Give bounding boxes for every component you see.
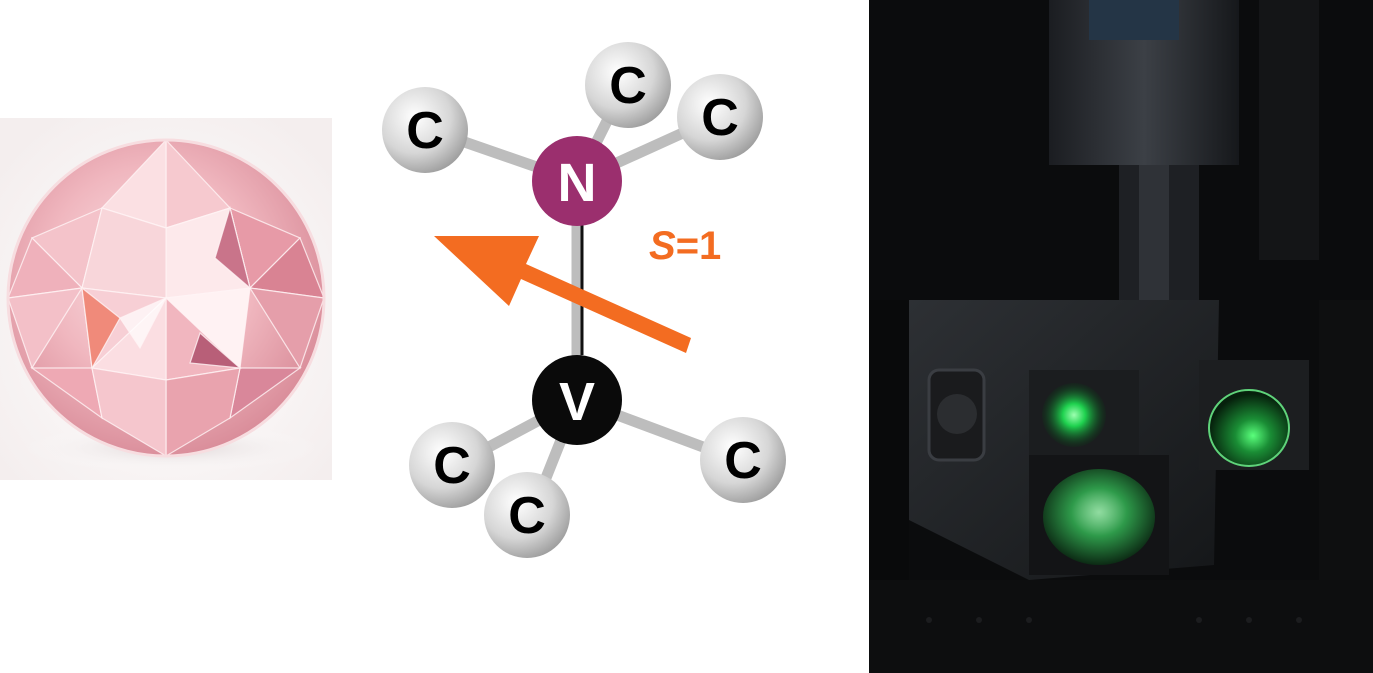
carbon-atom-4: C: [409, 422, 495, 508]
green-mirror-glow: [1208, 389, 1290, 467]
lab-setup-photo: [869, 0, 1373, 673]
carbon-label-4: C: [433, 437, 471, 495]
carbon-label-6: C: [724, 432, 762, 490]
nv-center-diagram: S=1 C C C C C C N: [370, 0, 810, 673]
vacancy-label: V: [559, 372, 595, 432]
carbon-label-2: C: [609, 57, 647, 115]
vacancy-site: V: [532, 355, 622, 445]
nitrogen-label: N: [558, 153, 597, 213]
carbon-label-5: C: [508, 487, 546, 545]
carbon-atom-5: C: [484, 472, 570, 558]
spin-arrow: [434, 236, 691, 353]
spin-symbol: S: [649, 224, 676, 268]
nitrogen-atom: N: [532, 136, 622, 226]
carbon-label-1: C: [406, 102, 444, 160]
carbon-atom-1: C: [382, 87, 468, 173]
pink-diamond-image: [0, 118, 332, 480]
diamond-gem: [6, 138, 326, 458]
carbon-label-3: C: [701, 89, 739, 147]
green-lens-glow: [1042, 383, 1106, 447]
carbon-atom-2: C: [585, 42, 671, 128]
microscope-column: [1049, 0, 1319, 305]
spin-label: S=1: [649, 224, 721, 268]
spin-value: =1: [676, 224, 722, 268]
green-filter-glow: [1043, 469, 1155, 565]
carbon-atom-3: C: [677, 74, 763, 160]
carbon-atom-6: C: [700, 417, 786, 503]
